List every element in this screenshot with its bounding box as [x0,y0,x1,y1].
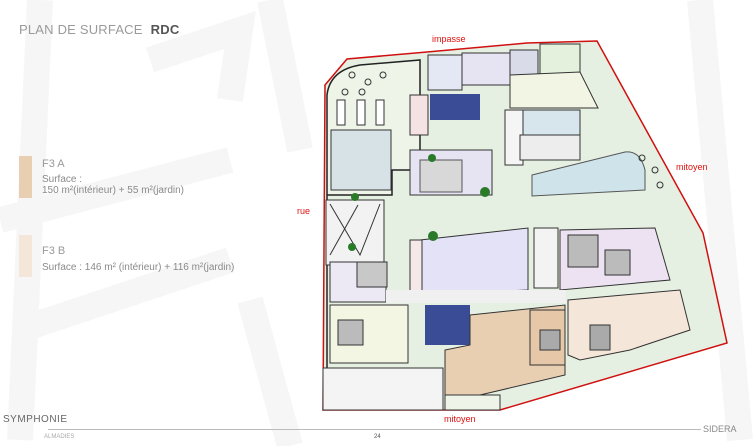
level-label: RDC [150,22,180,37]
brand-sub: ALMADIES [44,434,75,440]
footer-divider [48,429,701,430]
pool-room [519,109,581,136]
legend-name: F3 B [42,245,66,257]
staircase [430,94,480,120]
room [539,43,581,75]
title-text: PLAN DE SURFACE [19,22,143,37]
legend-surface-label: Surface : [42,174,83,185]
label-impasse: impasse [432,34,466,44]
color-swatch [19,156,32,198]
label-rue: rue [297,206,311,216]
room [461,52,511,86]
page-title: PLAN DE SURFACE RDC [19,22,179,37]
room [427,54,463,91]
chairs [341,71,664,189]
legend-surface: Surface : 146 m² (intérieur) + 116 m²(ja… [42,262,235,273]
parking [322,367,444,411]
label-mitoyen-bottom: mitoyen [444,414,476,424]
staircase [425,305,470,345]
trees [348,154,490,251]
label-mitoyen-right: mitoyen [676,162,708,172]
legend-name: F3 A [42,158,65,170]
page-number: 24 [374,434,381,440]
partner-logo: SIDERA [703,424,737,434]
floor-plan [322,40,728,411]
room [509,71,599,109]
terrace [330,129,392,191]
legend-surface: 150 m²(intérieur) + 55 m²(jardin) [42,185,184,196]
brand-logo: SYMPHONIE [3,414,68,425]
pool [531,151,646,197]
color-swatch [19,235,32,277]
